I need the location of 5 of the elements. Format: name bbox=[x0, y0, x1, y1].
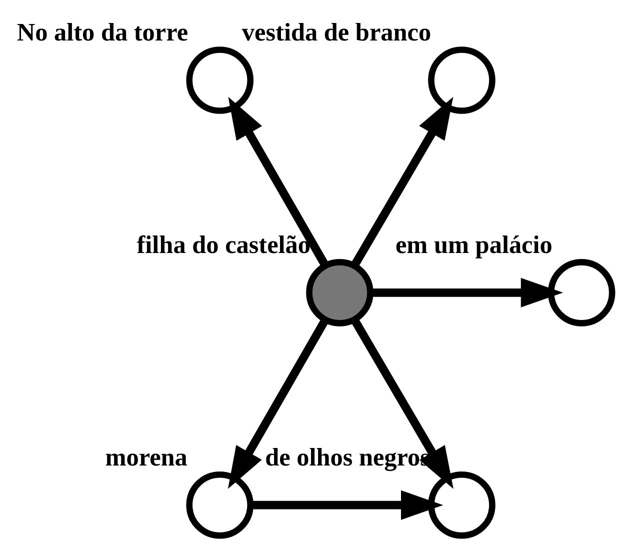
node-label: morena bbox=[105, 444, 188, 472]
node-label: vestida de branco bbox=[242, 20, 432, 46]
node-label: No alto da torre bbox=[16, 20, 188, 46]
node-label: em um palácio bbox=[395, 232, 552, 259]
node-label: filha do castelão bbox=[136, 232, 311, 259]
